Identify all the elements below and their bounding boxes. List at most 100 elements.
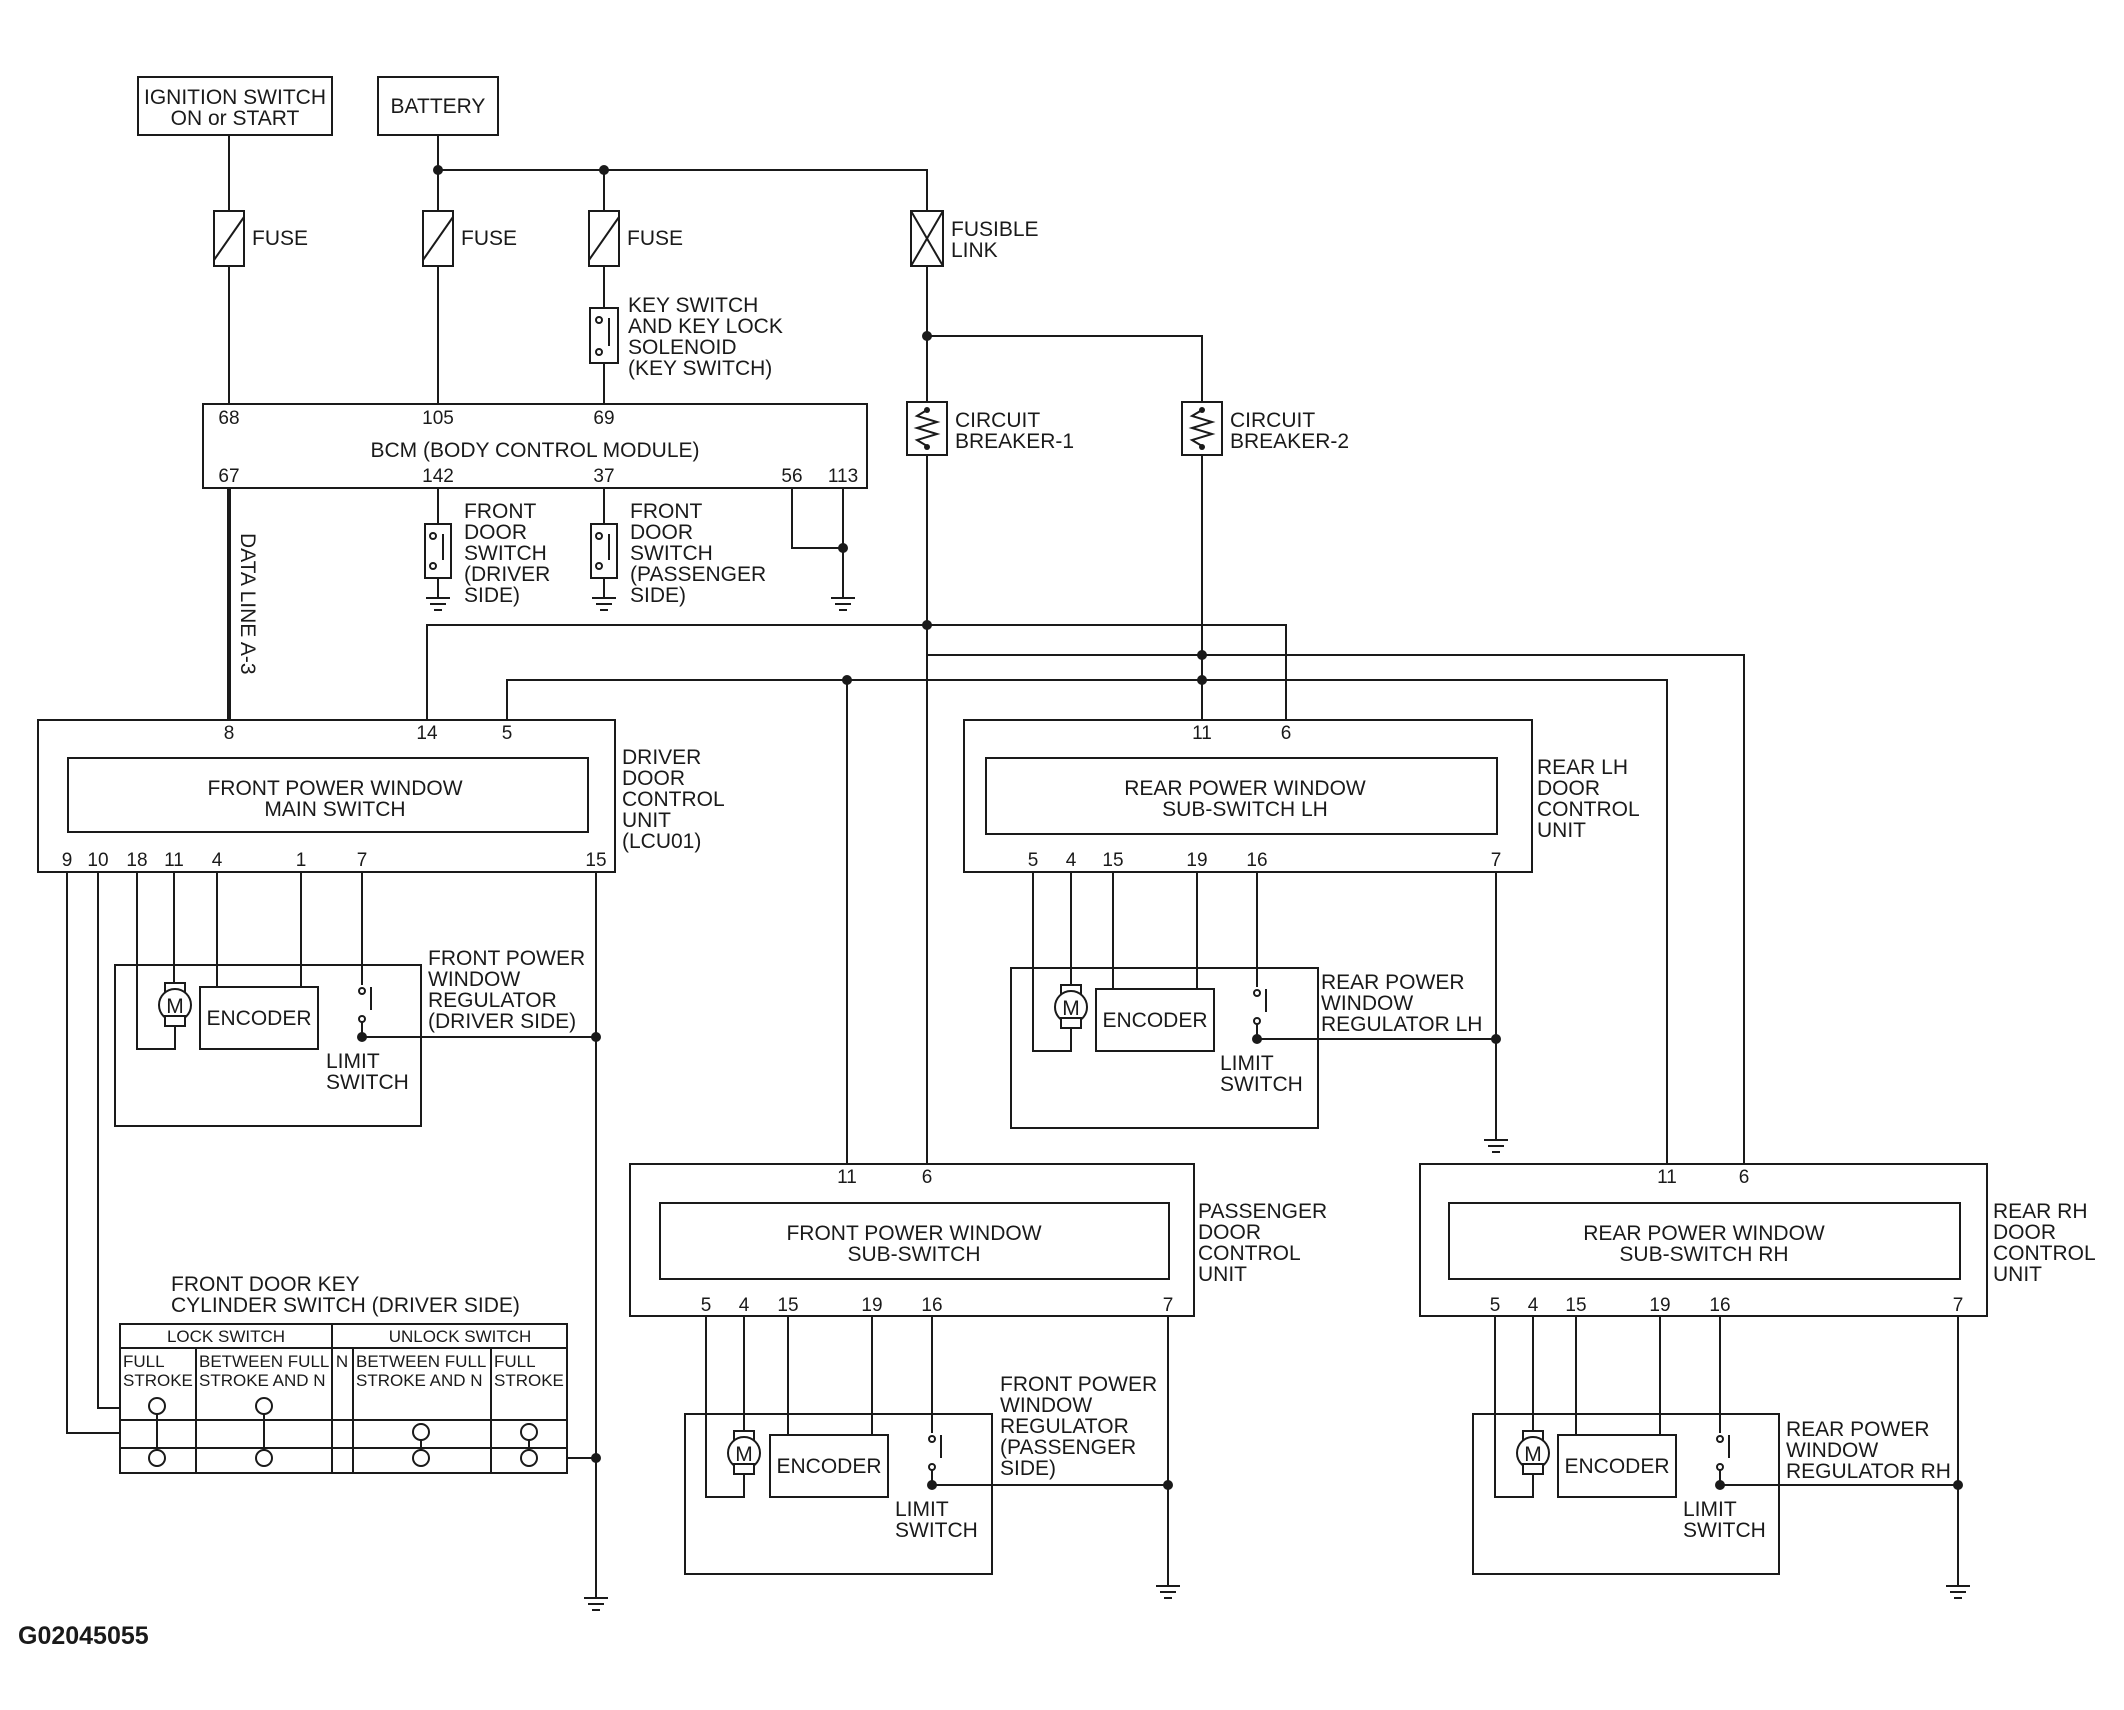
- limit-switch-icon: [358, 987, 372, 1037]
- driver-pin-11: 11: [164, 850, 184, 871]
- limit-switch-label-2: SWITCH: [1683, 1519, 1766, 1542]
- key-switch-label-3: SOLENOID: [628, 336, 737, 359]
- fuse-key-switch: FUSE: [588, 210, 683, 267]
- door-switch-passenger-label-4: (PASSENGER: [630, 563, 766, 586]
- passenger-pin-4: 4: [739, 1295, 750, 1316]
- passenger-regulator-label-2: WINDOW: [1000, 1394, 1092, 1417]
- rear-rh-door-control-unit: REAR POWER WINDOW SUB-SWITCH RH 11 6 5 4…: [1419, 1163, 2096, 1317]
- driver-regulator-label-4: (DRIVER SIDE): [428, 1010, 576, 1033]
- motor-icon: M: [158, 982, 192, 1027]
- bcm-pin-37: 37: [593, 466, 614, 487]
- key-switch-label: KEY SWITCH: [628, 294, 758, 317]
- limit-switch-label: LIMIT: [1683, 1498, 1737, 1521]
- rear-rh-pin-19: 19: [1649, 1295, 1670, 1316]
- circuit-breaker-2-label: CIRCUIT: [1230, 409, 1315, 432]
- rear-rh-regulator-label: REAR POWER: [1786, 1418, 1930, 1441]
- fusible-link-label: FUSIBLE: [951, 218, 1039, 241]
- front-power-window-regulator-driver: M ENCODER LIMIT SWITCH FRONT POWER WINDO…: [114, 872, 601, 1598]
- door-switch-passenger-label-5: SIDE): [630, 584, 686, 607]
- key-switch: KEY SWITCH AND KEY LOCK SOLENOID (KEY SW…: [589, 294, 783, 380]
- rear-rh-pin-5: 5: [1490, 1295, 1501, 1316]
- bcm-pin-67: 67: [218, 466, 239, 487]
- unlock-between-contact: [412, 1423, 430, 1467]
- driver-pin-5: 5: [502, 723, 513, 744]
- figure-code: G02045055: [18, 1622, 149, 1650]
- bcm-pin-56: 56: [781, 466, 802, 487]
- driver-unit-label-4: UNIT: [622, 809, 671, 832]
- battery-box: BATTERY: [377, 76, 499, 136]
- encoder-box: [199, 986, 319, 1050]
- rear-rh-sub-switch-label: REAR POWER WINDOW: [1583, 1222, 1825, 1245]
- motor-icon: M: [727, 1430, 761, 1475]
- limit-switch-label: LIMIT: [1220, 1052, 1274, 1075]
- key-switch-label-2: AND KEY LOCK: [628, 315, 783, 338]
- rear-lh-regulator-label: REAR POWER: [1321, 971, 1465, 994]
- door-switch-passenger-label-2: DOOR: [630, 521, 693, 544]
- passenger-regulator-label-5: SIDE): [1000, 1457, 1056, 1480]
- circuit-breaker-1-label-2: BREAKER-1: [955, 430, 1074, 453]
- driver-unit-label-5: (LCU01): [622, 830, 701, 853]
- limit-switch-label-2: SWITCH: [895, 1519, 978, 1542]
- unlock-full-contact: [520, 1423, 538, 1467]
- passenger-regulator-label-3: REGULATOR: [1000, 1415, 1129, 1438]
- bcm-label: BCM (BODY CONTROL MODULE): [370, 439, 699, 462]
- passenger-unit-label-2: DOOR: [1198, 1221, 1261, 1244]
- bcm-pin-142: 142: [422, 466, 454, 487]
- door-switch-driver-label-4: (DRIVER: [464, 563, 550, 586]
- circuit-breaker-2: CIRCUIT BREAKER-2: [1181, 401, 1349, 456]
- front-door-switch-passenger: FRONT DOOR SWITCH (PASSENGER SIDE): [590, 488, 766, 611]
- rear-rh-regulator-label-2: WINDOW: [1786, 1439, 1878, 1462]
- passenger-door-control-unit: FRONT POWER WINDOW SUB-SWITCH 11 6 5 4 1…: [629, 1163, 1327, 1317]
- fuse-battery: FUSE: [422, 210, 517, 267]
- driver-main-switch-label: FRONT POWER WINDOW: [207, 777, 462, 800]
- passenger-pin-19: 19: [861, 1295, 882, 1316]
- limit-switch-icon: [1716, 1435, 1730, 1485]
- between-full-unlock-label-2: STROKE AND N: [356, 1371, 483, 1390]
- fuse-ignition: FUSE: [213, 210, 308, 267]
- door-switch-driver-label-3: SWITCH: [464, 542, 547, 565]
- rear-rh-unit-label-4: UNIT: [1993, 1263, 2042, 1286]
- door-switch-driver-label-5: SIDE): [464, 584, 520, 607]
- rear-lh-unit-label-2: DOOR: [1537, 777, 1600, 800]
- unlock-switch-label: UNLOCK SWITCH: [389, 1327, 532, 1346]
- rear-lh-door-control-unit: REAR POWER WINDOW SUB-SWITCH LH 11 6 5 4…: [963, 719, 1640, 873]
- rear-lh-unit-label: REAR LH: [1537, 756, 1628, 779]
- rear-lh-pin-19: 19: [1186, 850, 1207, 871]
- motor-label: M: [1524, 1443, 1542, 1466]
- limit-switch-label: LIMIT: [895, 1498, 949, 1521]
- limit-switch-label-2: SWITCH: [1220, 1073, 1303, 1096]
- encoder-box: [769, 1434, 889, 1498]
- rear-lh-sub-switch-label: REAR POWER WINDOW: [1124, 777, 1366, 800]
- driver-pin-4: 4: [212, 850, 223, 871]
- driver-door-control-unit: FRONT POWER WINDOW MAIN SWITCH 8 14 5 9 …: [37, 719, 725, 873]
- key-cylinder-title: FRONT DOOR KEY: [171, 1273, 360, 1296]
- fuse-label: FUSE: [252, 227, 308, 250]
- door-switch-passenger-label-3: SWITCH: [630, 542, 713, 565]
- full-stroke-lock-label: FULL: [123, 1352, 165, 1371]
- rear-lh-pin-6: 6: [1281, 723, 1292, 744]
- driver-regulator-label-2: WINDOW: [428, 968, 520, 991]
- front-door-switch-driver: FRONT DOOR SWITCH (DRIVER SIDE): [424, 488, 550, 611]
- ignition-switch-label-2: ON or START: [171, 107, 300, 130]
- between-full-lock-label-2: STROKE AND N: [199, 1371, 326, 1390]
- encoder-label: ENCODER: [1564, 1455, 1669, 1478]
- rear-lh-sub-switch-label-2: SUB-SWITCH LH: [1162, 798, 1328, 821]
- motor-label: M: [735, 1443, 753, 1466]
- rear-rh-unit-label-3: CONTROL: [1993, 1242, 2096, 1265]
- motor-icon: M: [1054, 984, 1088, 1029]
- rear-rh-pin-11: 11: [1657, 1167, 1677, 1188]
- passenger-unit-label-3: CONTROL: [1198, 1242, 1301, 1265]
- driver-pin-7: 7: [357, 850, 368, 871]
- rear-rh-pin-4: 4: [1528, 1295, 1539, 1316]
- neutral-label: N: [336, 1352, 348, 1371]
- limit-switch-icon: [1253, 989, 1267, 1039]
- front-door-key-cylinder-switch: FRONT DOOR KEY CYLINDER SWITCH (DRIVER S…: [119, 1273, 568, 1474]
- driver-pin-15: 15: [585, 850, 606, 871]
- key-switch-label-4: (KEY SWITCH): [628, 357, 772, 380]
- rear-lh-pin-15: 15: [1102, 850, 1123, 871]
- rear-rh-pin-6: 6: [1739, 1167, 1750, 1188]
- front-power-window-regulator-passenger: M ENCODER LIMIT SWITCH FRONT POWER WINDO…: [684, 1316, 1173, 1586]
- fusible-link: FUSIBLE LINK: [910, 210, 1039, 267]
- driver-pin-10: 10: [87, 850, 108, 871]
